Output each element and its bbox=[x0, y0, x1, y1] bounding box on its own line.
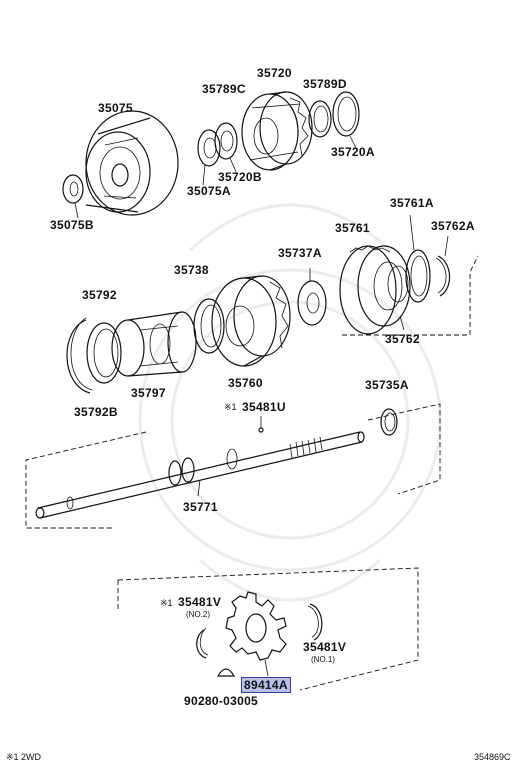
washer-35075b bbox=[62, 174, 84, 219]
drum-35075 bbox=[85, 110, 179, 216]
footnote-2wd: ※1 2WD bbox=[6, 752, 42, 762]
part-35762[interactable]: 35762 bbox=[385, 332, 420, 346]
snap-ring-35762a bbox=[435, 235, 451, 297]
part-35789d[interactable]: 35789D bbox=[303, 77, 347, 91]
part-35761a[interactable]: 35761A bbox=[390, 196, 434, 210]
snap-ring-35481v-no2 bbox=[196, 627, 209, 659]
group-box-shaft-left bbox=[25, 431, 147, 529]
shaft-35771 bbox=[35, 431, 365, 519]
part-35720[interactable]: 35720 bbox=[257, 66, 292, 80]
leader-35762 bbox=[399, 315, 405, 331]
part-35771[interactable]: 35771 bbox=[183, 500, 218, 514]
pin-35481u bbox=[258, 416, 264, 433]
part-35738[interactable]: 35738 bbox=[174, 263, 209, 277]
part-35481v-right[interactable]: 35481V bbox=[303, 640, 347, 654]
clutch-35797 bbox=[111, 311, 197, 377]
diagram-ref-code: 354869C bbox=[474, 752, 511, 762]
part-35760[interactable]: 35760 bbox=[228, 376, 263, 390]
part-35481u[interactable]: 35481U bbox=[242, 400, 286, 414]
hub-35761 bbox=[339, 245, 411, 335]
plate-35761a bbox=[405, 214, 431, 303]
ring-35789d bbox=[308, 100, 332, 138]
part-35720b[interactable]: 35720B bbox=[218, 170, 262, 184]
snap-ring-35792 bbox=[86, 322, 122, 384]
part-35481v-left[interactable]: 35481V bbox=[178, 595, 222, 609]
mark-35481u: ※1 bbox=[224, 402, 237, 412]
ring-35735a bbox=[380, 408, 398, 436]
washer-35720b bbox=[214, 122, 238, 173]
carrier-35760 bbox=[211, 275, 291, 367]
snap-ring-35792b bbox=[66, 317, 93, 394]
part-35761[interactable]: 35761 bbox=[335, 221, 370, 235]
snap-ring-35481v-no1 bbox=[307, 603, 323, 641]
ring-35738 bbox=[193, 298, 225, 354]
sub-no1: (NO.1) bbox=[311, 655, 335, 664]
part-35789c[interactable]: 35789C bbox=[202, 82, 246, 96]
ring-35720a bbox=[332, 91, 360, 149]
group-box-shaft-right bbox=[367, 403, 441, 495]
washer-35075a bbox=[197, 129, 221, 186]
washer-35737a bbox=[297, 268, 327, 326]
group-box-bottom bbox=[117, 567, 419, 691]
sub-no2: (NO.2) bbox=[186, 610, 210, 619]
group-box-35762 bbox=[342, 255, 479, 336]
part-35792[interactable]: 35792 bbox=[82, 288, 117, 302]
part-35797[interactable]: 35797 bbox=[131, 386, 166, 400]
part-35075b[interactable]: 35075B bbox=[50, 218, 94, 232]
gear-35720 bbox=[241, 91, 313, 171]
part-35720a[interactable]: 35720A bbox=[331, 145, 375, 159]
part-35737a[interactable]: 35737A bbox=[278, 246, 322, 260]
part-35762a[interactable]: 35762A bbox=[431, 219, 475, 233]
part-35735a[interactable]: 35735A bbox=[365, 378, 409, 392]
sensor-rotor-89414a bbox=[225, 591, 287, 677]
part-35075a[interactable]: 35075A bbox=[187, 184, 231, 198]
mark-35481v: ※1 bbox=[160, 598, 173, 608]
part-90280-03005[interactable]: 90280-03005 bbox=[184, 694, 259, 708]
part-35792b[interactable]: 35792B bbox=[74, 405, 118, 419]
part-35075[interactable]: 35075 bbox=[98, 101, 133, 115]
part-89414a-highlighted[interactable]: 89414A bbox=[241, 677, 291, 693]
key-90280-03005 bbox=[216, 668, 236, 677]
